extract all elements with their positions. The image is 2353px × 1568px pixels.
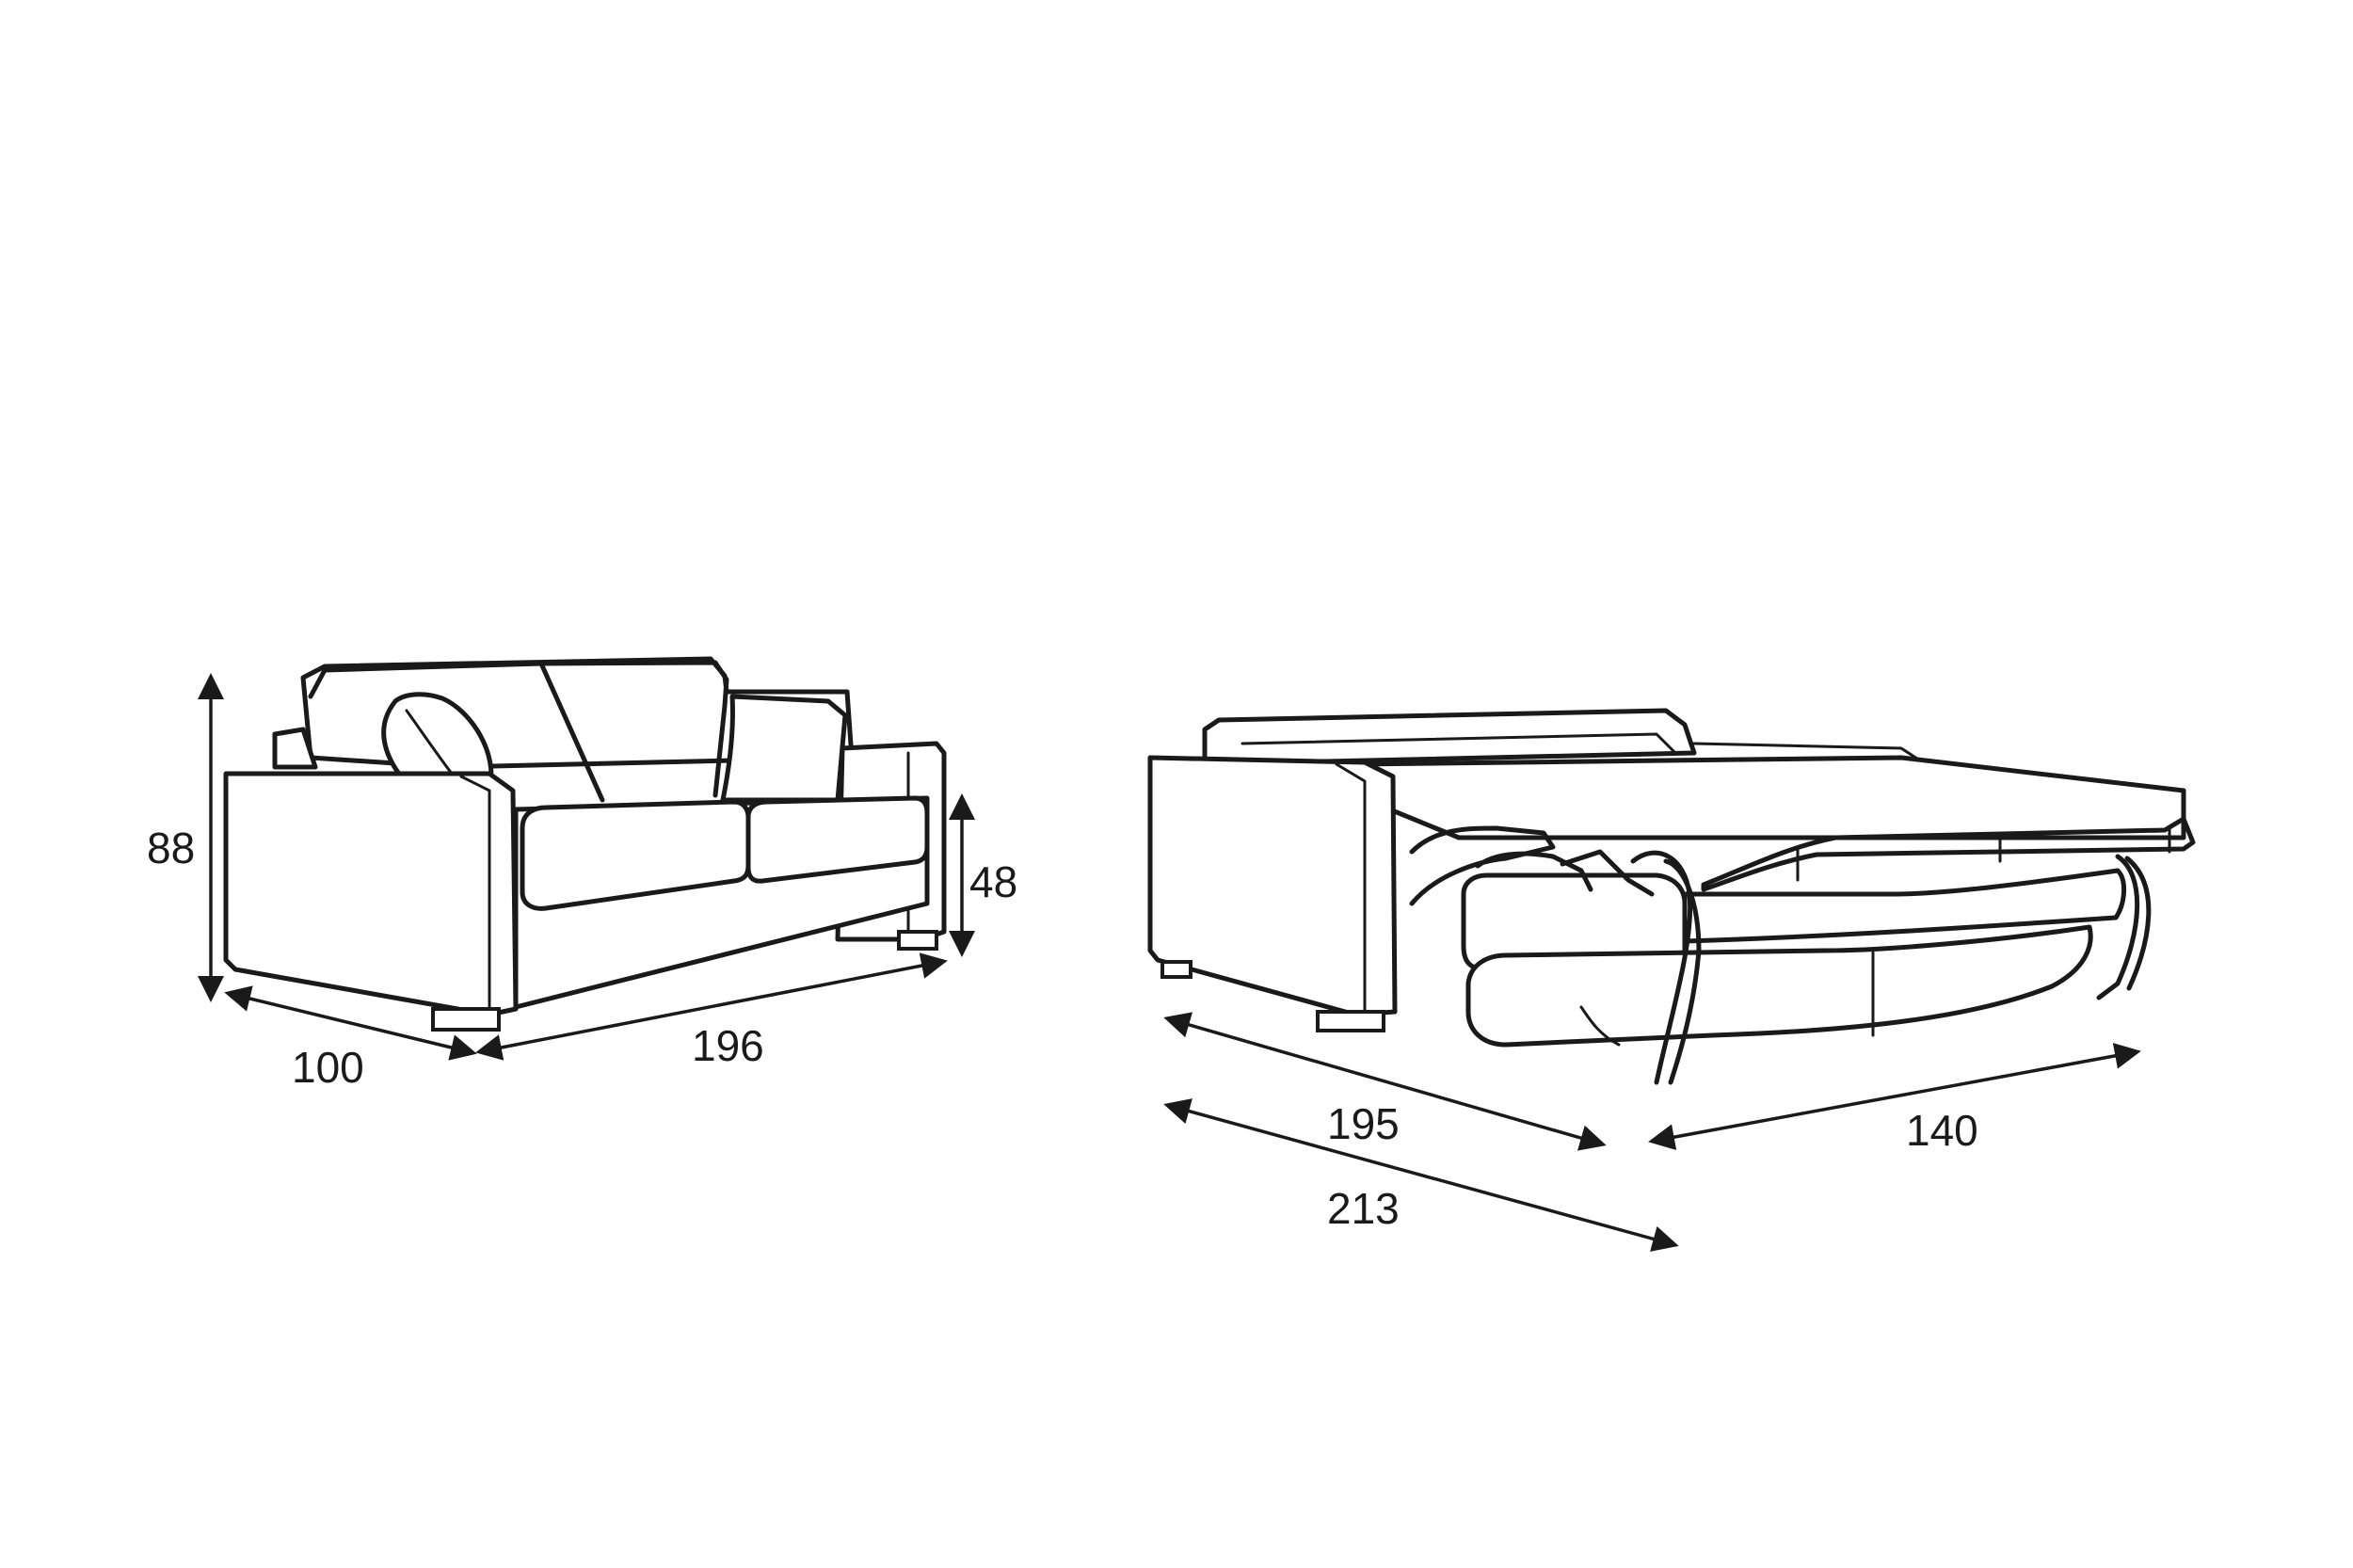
bed-total-length-label: 213 xyxy=(1327,1184,1400,1233)
bed-width-arrow xyxy=(1648,1043,2141,1150)
bed-total-length-dimension: 213 xyxy=(1163,1098,1679,1252)
sofa-width-arrow xyxy=(475,952,948,1061)
bed-length-label: 195 xyxy=(1327,1099,1400,1148)
bed-total-length-arrow xyxy=(1163,1098,1679,1252)
sofa-seat-height-label: 48 xyxy=(969,857,1017,906)
sofa-seat-height-dimension: 48 xyxy=(949,793,1017,957)
sofa-width-label: 196 xyxy=(692,1021,764,1070)
sofa-depth-label: 100 xyxy=(292,1043,364,1092)
bed-width-label: 140 xyxy=(1906,1106,1978,1155)
sofa-height-dimension: 88 xyxy=(147,673,224,1002)
sofa-drawing xyxy=(223,656,947,1032)
bed-width-dimension: 140 xyxy=(1648,1043,2141,1155)
sofa-depth-arrow xyxy=(224,985,477,1061)
sofa-depth-dimension: 100 xyxy=(224,985,477,1092)
sofa-height-label: 88 xyxy=(147,824,195,872)
sofa-width-dimension: 196 xyxy=(475,952,948,1070)
sofa-bed-drawing xyxy=(1147,708,2196,1085)
